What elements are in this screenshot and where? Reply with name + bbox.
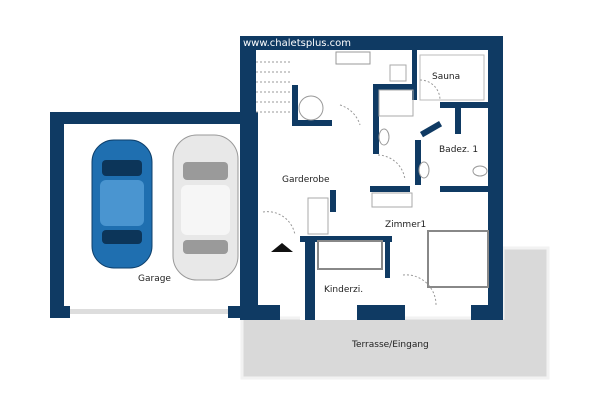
entrance-arrow-icon (271, 243, 293, 252)
white-car-icon (172, 134, 239, 281)
watermark-url: www.chaletsplus.com (243, 38, 352, 49)
room-label-sauna: Sauna (432, 72, 461, 82)
room-label-room1: Zimmer1 (385, 220, 427, 230)
room-label-terrace: Terrasse/Eingang (352, 340, 429, 350)
kids-bed-icon (317, 240, 383, 270)
cabinet (371, 192, 413, 208)
house-walls (240, 36, 503, 320)
sink-icon (472, 165, 488, 177)
washer-icon (389, 64, 407, 82)
staircase-icon (256, 51, 371, 121)
wardrobe (307, 197, 329, 235)
room-label-garage: Garage (138, 274, 171, 284)
toilet-icon (378, 128, 390, 146)
room-label-kids: Kinderzi. (324, 285, 364, 295)
room-label-bath: Badez. 1 (439, 145, 479, 155)
shower-icon (378, 89, 414, 117)
sauna-bench (419, 54, 485, 101)
door-swings (262, 79, 441, 306)
room-label-cloakroom: Garderobe (282, 175, 330, 185)
toilet-icon-2 (418, 161, 430, 179)
blue-car-icon (91, 139, 153, 269)
bed-icon (427, 230, 489, 288)
